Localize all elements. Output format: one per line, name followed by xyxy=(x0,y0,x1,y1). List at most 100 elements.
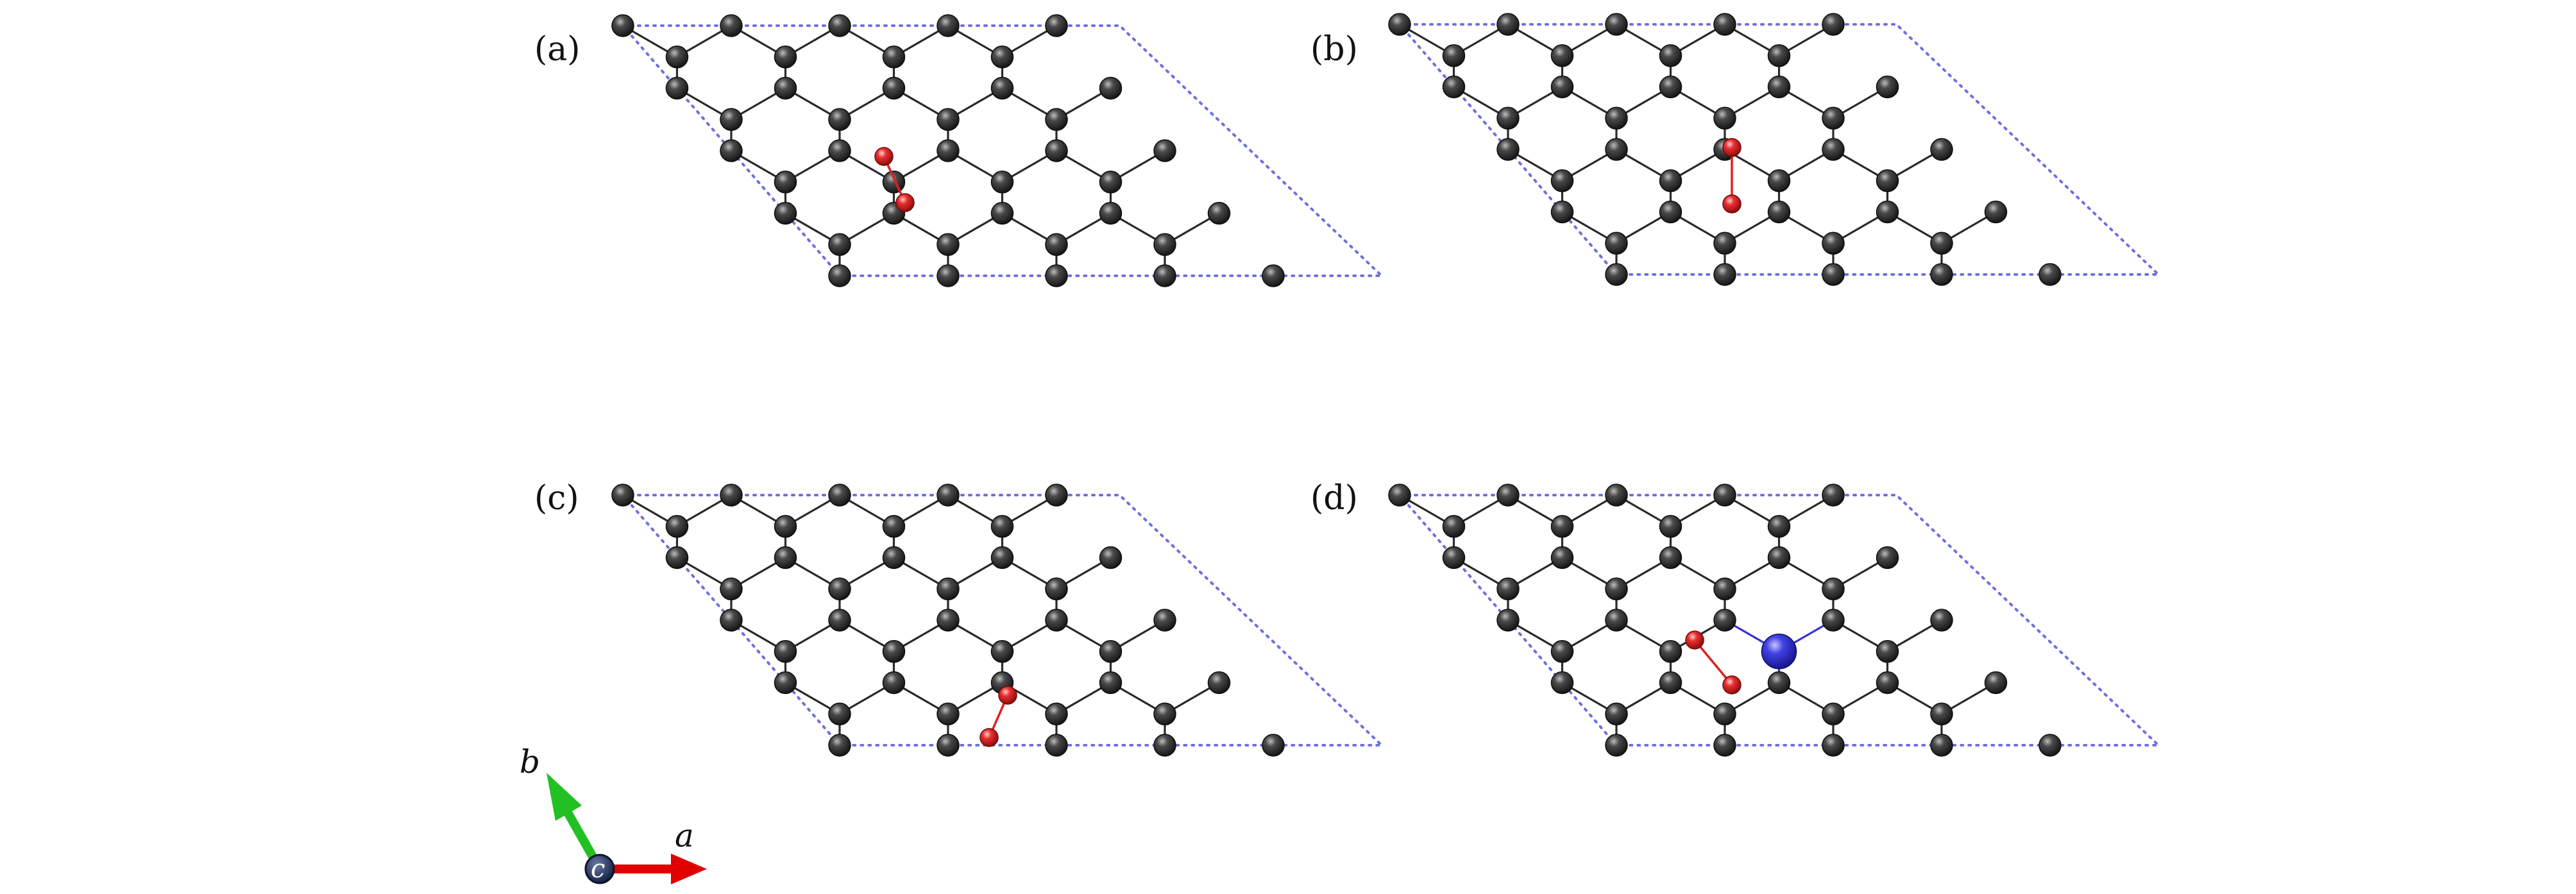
carbon-atom xyxy=(1876,671,1899,695)
carbon-atom xyxy=(2038,263,2062,286)
carbon-atom xyxy=(936,734,960,757)
carbon-atom xyxy=(665,546,689,569)
carbon-atom xyxy=(828,484,851,507)
carbon-atom xyxy=(882,171,906,194)
carbon-atom xyxy=(1550,640,1574,663)
carbon-atom xyxy=(774,546,797,569)
carbon-atom xyxy=(1045,702,1068,726)
panel-label: (a) xyxy=(534,30,580,69)
carbon-atom xyxy=(828,734,851,757)
carbon-atom xyxy=(665,46,689,69)
oxygen-atom xyxy=(979,728,999,747)
panel-b: (b) xyxy=(1310,13,2162,286)
carbon-atom xyxy=(1045,264,1068,287)
carbon-atom xyxy=(665,76,689,100)
carbon-atom xyxy=(1822,263,1845,286)
carbon-atom xyxy=(990,640,1014,663)
carbon-atom xyxy=(990,201,1014,225)
carbon-atom xyxy=(611,14,634,37)
carbon-atom xyxy=(1207,671,1231,695)
carbon-atom xyxy=(936,14,960,37)
panel-d: (d) xyxy=(1310,479,2162,757)
carbon-atom xyxy=(1099,76,1123,100)
carbon-atom xyxy=(1822,577,1845,601)
carbon-atom xyxy=(1442,546,1466,569)
carbon-atom xyxy=(720,108,743,131)
carbon-atom xyxy=(1550,546,1574,569)
carbon-atom xyxy=(990,546,1014,569)
carbon-atom xyxy=(1550,671,1574,695)
bond-network xyxy=(622,494,1221,746)
carbon-atom xyxy=(1822,13,1845,36)
axis-a-label: a xyxy=(675,817,694,854)
carbon-atom xyxy=(1605,232,1628,255)
carbon-atom xyxy=(828,108,851,131)
carbon-atom xyxy=(1767,671,1791,695)
carbon-atom xyxy=(1822,734,1845,757)
carbon-atom xyxy=(1605,13,1628,36)
carbon-atom xyxy=(936,702,960,726)
carbon-atom xyxy=(1822,232,1845,255)
carbon-atom xyxy=(1262,734,1285,757)
carbon-atom xyxy=(1153,139,1176,162)
carbon-atom xyxy=(1605,734,1628,757)
carbon-atom xyxy=(1713,484,1736,507)
carbon-atom xyxy=(1045,108,1068,131)
carbon-atom xyxy=(1767,44,1791,67)
carbon-atom xyxy=(936,577,960,601)
carbon-atom xyxy=(1713,13,1736,36)
carbon-atom xyxy=(1822,702,1845,726)
carbon-atom xyxy=(1207,201,1231,225)
carbon-atom xyxy=(828,609,851,632)
carbon-atom xyxy=(1930,609,1953,632)
carbon-atom xyxy=(1822,609,1845,632)
carbon-atom xyxy=(774,515,797,538)
carbon-atom xyxy=(1767,169,1791,192)
carbon-atom xyxy=(1713,734,1736,757)
carbon-atom xyxy=(1496,484,1520,507)
carbon-atom xyxy=(1876,546,1899,569)
bond-network xyxy=(1398,494,1997,746)
carbon-atom xyxy=(1153,702,1176,726)
panel-c: (c) xyxy=(534,479,1385,757)
axis-c-origin-marker xyxy=(584,854,615,884)
axis-c-label: c xyxy=(591,854,605,884)
carbon-atom xyxy=(936,233,960,257)
carbon-atom xyxy=(1605,609,1628,632)
panel-a: (a) xyxy=(534,14,1385,287)
atom-layer xyxy=(1388,484,2062,757)
oxygen-atom xyxy=(1722,138,1741,157)
carbon-atom xyxy=(1388,484,1411,507)
carbon-atom xyxy=(1822,106,1845,130)
carbon-atom xyxy=(774,640,797,663)
carbon-atom xyxy=(1045,577,1068,601)
carbon-atom xyxy=(1659,640,1682,663)
carbon-atom xyxy=(1930,138,1953,161)
carbon-atom xyxy=(990,515,1014,538)
carbon-atom xyxy=(1099,546,1123,569)
carbon-atom xyxy=(1713,609,1736,632)
panel-label: (b) xyxy=(1310,30,1358,69)
carbon-atom xyxy=(611,484,634,507)
carbon-atom xyxy=(1713,702,1736,726)
carbon-atom xyxy=(1099,671,1123,695)
carbon-atom xyxy=(1099,201,1123,225)
carbon-atom xyxy=(1605,702,1628,726)
carbon-atom xyxy=(720,609,743,632)
carbon-atom xyxy=(1496,13,1520,36)
carbon-atom xyxy=(1930,232,1953,255)
carbon-atom xyxy=(828,577,851,601)
carbon-atom xyxy=(1153,264,1176,287)
carbon-atom xyxy=(1605,577,1628,601)
carbon-atom xyxy=(1605,263,1628,286)
carbon-atom xyxy=(1876,169,1899,192)
carbon-atom xyxy=(1550,44,1574,67)
carbon-atom xyxy=(1045,609,1068,632)
carbon-atom xyxy=(1876,75,1899,99)
carbon-atom xyxy=(882,515,906,538)
o-o-bond xyxy=(1693,639,1733,686)
carbon-atom xyxy=(1876,640,1899,663)
carbon-atom xyxy=(1099,640,1123,663)
carbon-atom xyxy=(1045,233,1068,257)
